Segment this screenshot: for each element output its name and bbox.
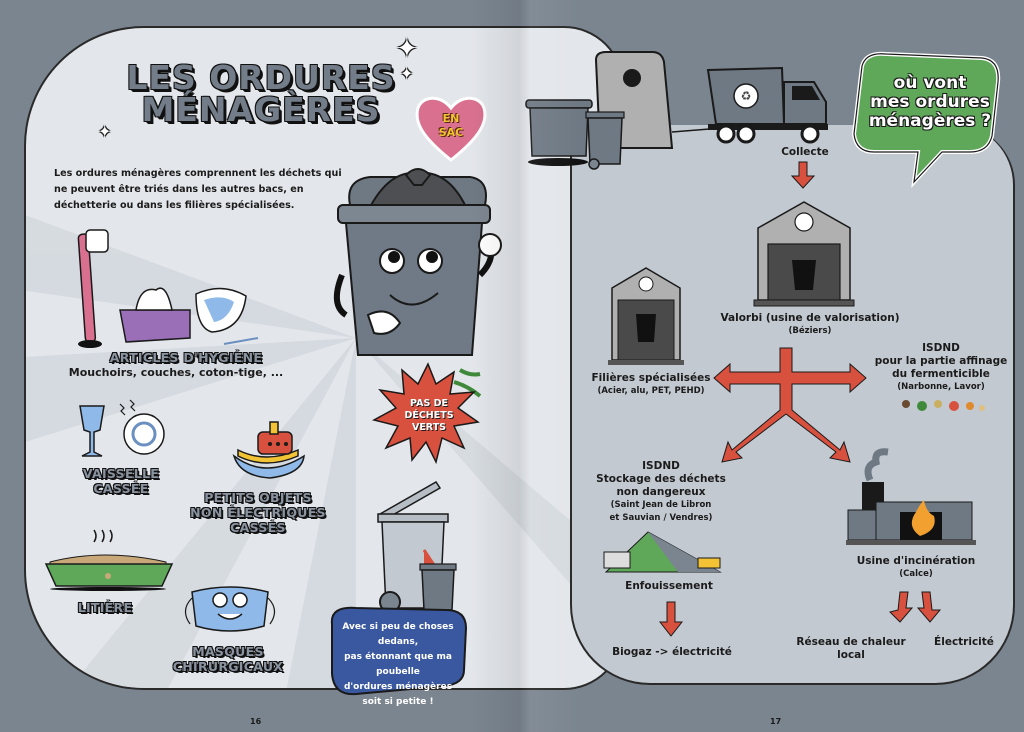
sparkle-icon: ✦: [98, 122, 112, 141]
isdnd-affinage-place: (Narbonne, Lavor): [897, 382, 985, 392]
category-title-litter: LITIÈRE: [77, 600, 133, 615]
category-title-hygiene: ARTICLES D'HYGIÈNE: [109, 350, 263, 365]
flow-step-valorbi: Valorbi (usine de valorisation) (Béziers…: [720, 312, 900, 338]
flow-step-biogaz: Biogaz -> électricité: [612, 646, 732, 658]
mascot-bin-illustration: [333, 168, 502, 356]
svg-text:♻: ♻: [741, 89, 752, 103]
isdnd-stockage-line-3: non dangereux: [616, 486, 706, 498]
valorbi-name: Valorbi (usine de valorisation): [720, 312, 900, 324]
speech-bubble-blue: [330, 606, 468, 696]
bin-comparison-illustration: [377, 481, 457, 613]
small-objects-line-1: PETITS OBJETS: [204, 490, 312, 505]
isdnd-affinage-line-1: ISDND: [922, 342, 960, 354]
heart-line-1: EN: [442, 112, 460, 125]
litter-box-illustration: [44, 529, 174, 591]
speech-line-3: d'ordures ménagères: [343, 682, 453, 692]
flow-diagram-graphics: [603, 161, 985, 637]
flow-step-collecte: Collecte: [781, 146, 829, 158]
question-line-3: ménagères ?: [868, 111, 992, 131]
isdnd-stockage-line-2: Stockage des déchets: [596, 473, 726, 485]
incineration-place: (Calce): [899, 569, 933, 579]
surgical-mask-illustration: [184, 586, 276, 632]
speech-bubble-text: Avec si peu de choses dedans, pas étonna…: [328, 620, 468, 710]
flow-step-incineration: Usine d'incinération (Calce): [846, 555, 986, 581]
speech-line-1: Avec si peu de choses dedans,: [342, 622, 454, 647]
question-line-1: où vont: [893, 73, 967, 93]
question-bubble-text: où vont mes ordures ménagères ?: [860, 74, 1000, 131]
flow-step-enfouissement: Enfouissement: [625, 580, 713, 592]
category-title-dishes: VAISSELLE CASSÉE: [82, 466, 160, 496]
small-objects-line-2: NON ÉLECTRIQUES CASSÉS: [190, 505, 326, 535]
category-subtitle-hygiene: Mouchoirs, couches, coton-tige, ...: [68, 366, 284, 379]
title-line-1: LES ORDURES: [126, 58, 396, 97]
flow-step-reseau-chaleur: Réseau de chaleur local: [796, 636, 906, 662]
starburst-line-2: DÉCHETS: [404, 410, 454, 421]
isdnd-stockage-line-1: ISDND: [642, 460, 680, 472]
collection-illustration: ♻: [525, 51, 828, 170]
valorbi-place: (Béziers): [788, 326, 832, 336]
heart-line-2: SAC: [438, 126, 464, 139]
isdnd-affinage-line-3: du fermenticible: [892, 368, 990, 380]
sparkle-icon: ✦: [396, 34, 418, 64]
reseau-line-1: Réseau de chaleur: [796, 636, 906, 648]
flow-step-electricite: Électricité: [934, 636, 994, 648]
no-green-waste-starburst: [371, 362, 482, 465]
starburst-line-1: PAS DE: [410, 398, 448, 409]
flow-step-filieres: Filières spécialisées (Acier, alu, PET, …: [586, 372, 716, 398]
isdnd-affinage-line-2: pour la partie affinage: [874, 355, 1008, 367]
title-line-2: MÉNAGÈRES: [141, 90, 381, 129]
question-line-2: mes ordures: [870, 92, 990, 112]
isdnd-stockage-place-2: et Sauvian / Vendres): [609, 513, 713, 523]
broken-toy-illustration: [232, 421, 305, 479]
filieres-name: Filières spécialisées: [591, 372, 711, 384]
heart-badge-label: EN SAC: [431, 112, 471, 140]
hygiene-items-illustration: [77, 229, 259, 348]
starburst-label: PAS DE DÉCHETS VERTS: [398, 398, 460, 434]
incineration-name: Usine d'incinération: [856, 555, 976, 567]
reseau-line-2: local: [837, 649, 865, 661]
flow-step-isdnd-affinage: ISDND pour la partie affinage du ferment…: [866, 342, 1016, 394]
speech-line-4: soit si petite !: [362, 697, 434, 707]
page-number-left: 16: [250, 717, 262, 726]
filieres-detail: (Acier, alu, PET, PEHD): [597, 386, 705, 396]
isdnd-stockage-place-1: (Saint Jean de Libron: [610, 500, 712, 510]
page-number-right: 17: [770, 717, 782, 726]
speech-line-2: pas étonnant que ma poubelle: [344, 652, 452, 677]
flow-step-isdnd-stockage: ISDND Stockage des déchets non dangereux…: [596, 460, 726, 525]
category-title-small-objects: PETITS OBJETS NON ÉLECTRIQUES CASSÉS: [178, 490, 338, 535]
sparkle-icon: ✦: [400, 64, 414, 83]
category-title-masks: MASQUES CHIRURGICAUX: [172, 644, 284, 674]
broken-dishes-illustration: [79, 399, 165, 457]
page-title: LES ORDURES MÉNAGÈRES: [116, 58, 406, 129]
starburst-line-3: VERTS: [411, 422, 447, 433]
question-speech-bubble: [851, 51, 1001, 188]
heart-badge-icon: [415, 96, 487, 162]
intro-text: Les ordures ménagères comprennent les dé…: [54, 168, 342, 211]
